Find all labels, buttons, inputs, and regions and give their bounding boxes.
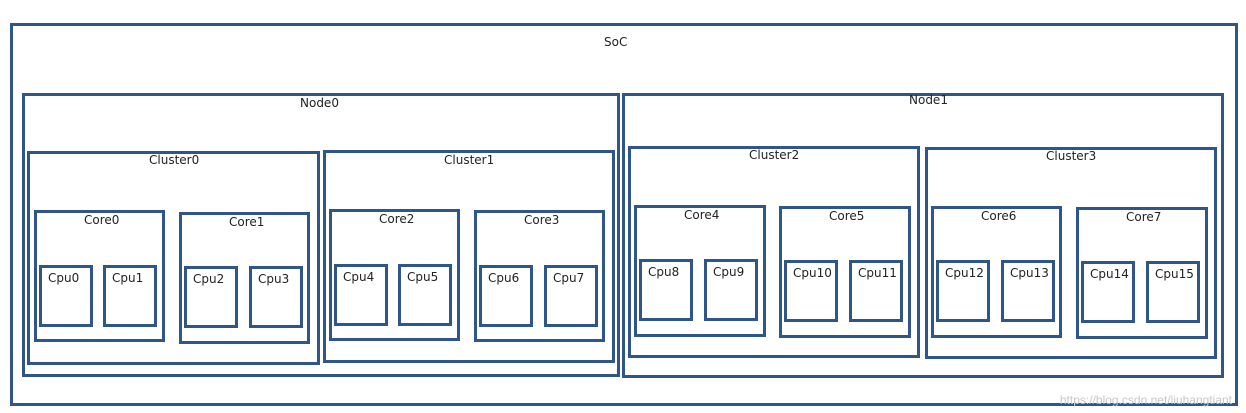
- cpu-label: Cpu5: [407, 270, 439, 284]
- cluster-box: [323, 150, 615, 363]
- core-box: [474, 210, 605, 342]
- cpu-box: Cpu7: [544, 265, 598, 327]
- soc-box: [10, 23, 1238, 406]
- cpu-box: Cpu15: [1146, 261, 1200, 323]
- cpu-label: Cpu3: [258, 272, 290, 286]
- core-label: Core5: [829, 209, 865, 223]
- cluster-box: [628, 146, 920, 358]
- cpu-label: Cpu2: [193, 272, 225, 286]
- core-label: Core3: [524, 213, 560, 227]
- cpu-box: Cpu13: [1001, 260, 1055, 322]
- core-box: [634, 205, 766, 337]
- cpu-label: Cpu13: [1010, 266, 1049, 280]
- soc-label: SoC: [604, 35, 628, 49]
- watermark: https://blog.csdn.net/liuhangtiant: [1059, 393, 1232, 407]
- node-box: [622, 93, 1224, 378]
- cluster-label: Cluster1: [444, 153, 495, 167]
- core-box: [329, 209, 460, 341]
- core-label: Core2: [379, 212, 415, 226]
- cluster-label: Cluster2: [749, 148, 800, 162]
- core-box: [179, 212, 310, 344]
- cpu-label: Cpu8: [648, 265, 680, 279]
- core-box: [779, 206, 911, 338]
- cluster-label: Cluster0: [149, 153, 200, 167]
- core-label: Core0: [84, 213, 120, 227]
- cpu-label: Cpu15: [1155, 267, 1194, 281]
- node-label: Node1: [909, 93, 948, 107]
- cpu-label: Cpu14: [1090, 267, 1129, 281]
- cpu-label: Cpu7: [553, 271, 585, 285]
- core-box: [931, 206, 1062, 338]
- core-label: Core1: [229, 215, 265, 229]
- node-box: [22, 93, 620, 377]
- node-label: Node0: [300, 96, 339, 110]
- cpu-label: Cpu10: [793, 266, 832, 280]
- cpu-label: Cpu0: [48, 271, 80, 285]
- cpu-box: Cpu0: [39, 265, 93, 327]
- cpu-label: Cpu11: [858, 266, 897, 280]
- cpu-label: Cpu9: [713, 265, 745, 279]
- core-box: [1076, 207, 1208, 339]
- cpu-box: Cpu2: [184, 266, 238, 328]
- cpu-box: Cpu3: [249, 266, 303, 328]
- cpu-box: Cpu8: [639, 259, 693, 321]
- core-label: Core6: [981, 209, 1017, 223]
- cpu-box: Cpu6: [479, 265, 533, 327]
- cpu-box: Cpu9: [704, 259, 758, 321]
- cpu-label: Cpu6: [488, 271, 520, 285]
- cpu-box: Cpu11: [849, 260, 903, 322]
- cpu-label: Cpu12: [945, 266, 984, 280]
- cpu-label: Cpu1: [112, 271, 144, 285]
- cpu-box: Cpu1: [103, 265, 157, 327]
- cpu-box: Cpu5: [398, 264, 452, 326]
- cpu-label: Cpu4: [343, 270, 375, 284]
- cluster-box: [925, 147, 1217, 359]
- core-box: [34, 210, 165, 342]
- cpu-box: Cpu14: [1081, 261, 1135, 323]
- core-label: Core7: [1126, 210, 1162, 224]
- core-label: Core4: [684, 208, 720, 222]
- cluster-label: Cluster3: [1046, 149, 1097, 163]
- cpu-box: Cpu4: [334, 264, 388, 326]
- cpu-box: Cpu12: [936, 260, 990, 322]
- cpu-box: Cpu10: [784, 260, 838, 322]
- cluster-box: [27, 151, 320, 365]
